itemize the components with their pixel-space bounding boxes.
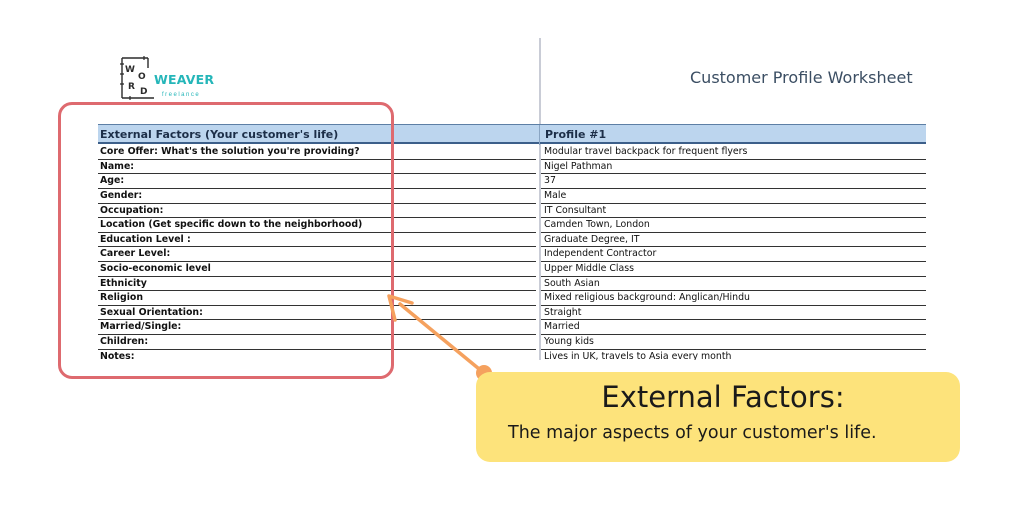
row-value: Graduate Degree, IT	[544, 233, 640, 245]
row-label: Gender:	[100, 190, 143, 201]
row-value-cell: Camden Town, London	[541, 218, 926, 233]
row-label-cell: Notes:	[98, 350, 536, 360]
row-value-cell: Upper Middle Class	[541, 262, 926, 277]
row-value: Modular travel backpack for frequent fly…	[544, 146, 748, 158]
worksheet-title: Customer Profile Worksheet	[690, 68, 913, 87]
row-label: Location (Get specific down to the neigh…	[100, 219, 363, 231]
row-label-cell: Core Offer: What's the solution you're p…	[98, 145, 536, 160]
row-value-cell: Independent Contractor	[541, 247, 926, 262]
row-value-cell: 37	[541, 174, 926, 189]
row-label-cell: Location (Get specific down to the neigh…	[98, 218, 536, 233]
table-row: Occupation: IT Consultant	[98, 204, 926, 219]
header-separator	[539, 125, 540, 145]
row-value: Married	[544, 321, 580, 333]
row-value-cell: Graduate Degree, IT	[541, 233, 926, 248]
table-row: Location (Get specific down to the neigh…	[98, 218, 926, 233]
logo-letter-o: O	[138, 72, 146, 82]
table-row: Age: 37	[98, 174, 926, 189]
row-label-cell: Religion	[98, 291, 536, 306]
table-header: External Factors (Your customer's life) …	[98, 124, 926, 145]
row-value: 37	[544, 175, 556, 187]
row-value: Male	[544, 190, 567, 201]
table-row: Religion Mixed religious background: Angl…	[98, 291, 926, 306]
row-value: Independent Contractor	[544, 248, 657, 260]
row-label: Religion	[100, 292, 144, 304]
table-row: Gender: Male	[98, 189, 926, 204]
row-value: South Asian	[544, 277, 600, 289]
row-label: Occupation:	[100, 204, 164, 216]
highlight-box	[58, 102, 394, 379]
callout-subtitle: The major aspects of your customer's lif…	[508, 423, 877, 443]
row-label: Core Offer: What's the solution you're p…	[100, 146, 360, 158]
row-value-cell: Married	[541, 320, 926, 335]
callout-title: External Factors:	[601, 380, 845, 414]
table-row: Name: Nigel Pathman	[98, 160, 926, 175]
row-label: Career Level:	[100, 248, 171, 260]
row-label-cell: Married/Single:	[98, 320, 536, 335]
row-label-cell: Occupation:	[98, 204, 536, 219]
row-label: Ethnicity	[100, 277, 147, 289]
table-row: Married/Single: Married	[98, 320, 926, 335]
row-value-cell: Nigel Pathman	[541, 160, 926, 175]
table-row: Socio-economic level Upper Middle Class	[98, 262, 926, 277]
row-value: Straight	[544, 306, 582, 318]
row-label: Notes:	[100, 350, 135, 360]
row-label: Socio-economic level	[100, 263, 211, 274]
row-value: Camden Town, London	[544, 219, 650, 231]
table-row: Children: Young kids	[98, 335, 926, 350]
row-label: Married/Single:	[100, 321, 182, 333]
row-label-cell: Sexual Orientation:	[98, 306, 536, 321]
table-row: Sexual Orientation: Straight	[98, 306, 926, 321]
table-row: Career Level: Independent Contractor	[98, 247, 926, 262]
row-value-cell: IT Consultant	[541, 204, 926, 219]
row-label: Education Level :	[100, 233, 191, 245]
column-divider	[539, 38, 541, 360]
logo-mark: W O R D	[120, 56, 154, 100]
wordweaver-logo: W O R D WEAVER freelance	[118, 54, 214, 104]
table-row: Core Offer: What's the solution you're p…	[98, 145, 926, 160]
row-label-cell: Education Level :	[98, 233, 536, 248]
row-label: Sexual Orientation:	[100, 306, 203, 318]
row-value-cell: Mixed religious background: Anglican/Hin…	[541, 291, 926, 306]
row-label-cell: Name:	[98, 160, 536, 175]
row-value-cell: Lives in UK, travels to Asia every month	[541, 350, 926, 360]
row-label-cell: Age:	[98, 174, 536, 189]
row-label-cell: Socio-economic level	[98, 262, 536, 277]
row-label: Age:	[100, 175, 125, 187]
row-value-cell: Male	[541, 189, 926, 204]
row-value: Nigel Pathman	[544, 160, 613, 172]
row-label: Name:	[100, 160, 135, 172]
table-row: Education Level : Graduate Degree, IT	[98, 233, 926, 248]
table-row: Notes: Lives in UK, travels to Asia every…	[98, 350, 926, 360]
row-value-cell: Straight	[541, 306, 926, 321]
profile-table: External Factors (Your customer's life) …	[98, 124, 926, 360]
logo-word: WEAVER	[154, 72, 215, 87]
row-label-cell: Children:	[98, 335, 536, 350]
logo-subtext: freelance	[162, 92, 201, 98]
row-value: Young kids	[544, 336, 594, 347]
header-profile-1: Profile #1	[545, 128, 607, 141]
row-label-cell: Gender:	[98, 189, 536, 204]
row-value: Mixed religious background: Anglican/Hin…	[544, 292, 750, 304]
logo-letter-d: D	[140, 87, 147, 97]
row-label: Children:	[100, 336, 149, 347]
row-value: Upper Middle Class	[544, 263, 634, 274]
row-value: IT Consultant	[544, 204, 607, 216]
row-label-cell: Ethnicity	[98, 277, 536, 292]
row-value-cell: Young kids	[541, 335, 926, 350]
table-row: Ethnicity South Asian	[98, 277, 926, 292]
logo-letter-r: R	[128, 82, 135, 92]
row-label-cell: Career Level:	[98, 247, 536, 262]
row-value: Lives in UK, travels to Asia every month	[544, 350, 732, 360]
row-value-cell: South Asian	[541, 277, 926, 292]
row-value-cell: Modular travel backpack for frequent fly…	[541, 145, 926, 160]
header-external-factors: External Factors (Your customer's life)	[100, 128, 339, 141]
logo-letter-w: W	[125, 65, 135, 75]
callout-box: External Factors: The major aspects of y…	[476, 372, 960, 462]
